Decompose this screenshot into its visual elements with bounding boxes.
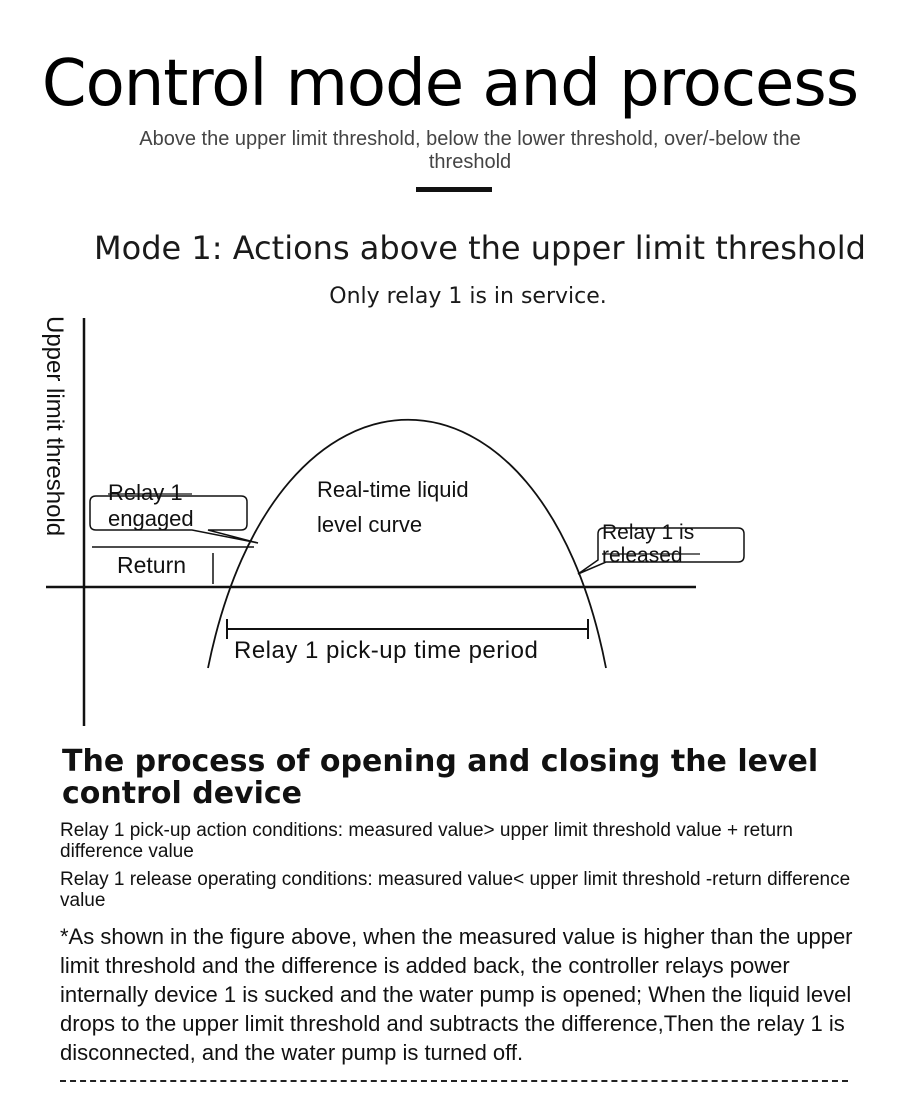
pickup-condition: Relay 1 pick-up action conditions: measu… [60, 820, 793, 862]
title-divider [416, 187, 492, 192]
released-label-line2: released [602, 544, 683, 567]
pickup-period-label: Relay 1 pick-up time period [234, 637, 538, 664]
relay-diagram: Relay 1 engaged Relay 1 is released Real… [41, 316, 745, 726]
return-label: Return [117, 552, 186, 578]
curve-label-line1: Real-time liquid [317, 477, 469, 502]
process-explanation: *As shown in the figure above, when the … [60, 924, 853, 1065]
engaged-label-line2: engaged [108, 506, 194, 531]
curve-label-line2: level curve [317, 512, 422, 537]
release-condition: Relay 1 release operating conditions: me… [60, 869, 851, 911]
mode-heading: Mode 1: Actions above the upper limit th… [94, 229, 866, 267]
y-axis-label: Upper limit threshold [41, 316, 68, 536]
page-title: Control mode and process [41, 47, 859, 121]
engaged-label-line1: Relay 1 [108, 480, 183, 505]
released-label-line1: Relay 1 is [602, 521, 694, 544]
released-callout [577, 527, 745, 575]
process-heading: The process of opening and closing the l… [62, 744, 819, 811]
page-subtitle: Above the upper limit threshold, below t… [139, 128, 801, 173]
bottom-divider [60, 1080, 848, 1082]
engaged-callout [89, 495, 259, 544]
mode-note: Only relay 1 is in service. [329, 284, 607, 309]
liquid-level-curve [207, 419, 607, 669]
